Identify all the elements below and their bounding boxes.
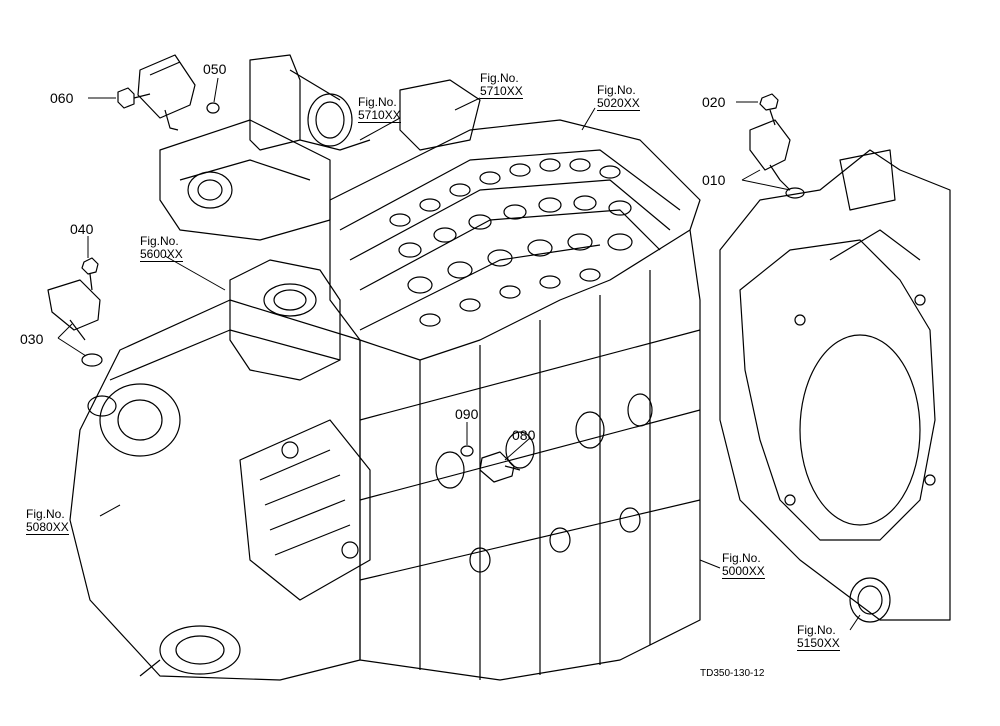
part-050-o-ring [206,102,220,114]
part-sensor-top [137,54,196,131]
part-label-050: 050 [203,61,227,77]
part-label-090: 090 [455,406,479,422]
flywheel-housing [719,149,951,623]
part-020-bolt [759,93,779,126]
fig-ref-5000: Fig.No.5000XX [722,551,765,579]
part-label-080: 080 [512,427,536,443]
fig-ref-5710-left: Fig.No.5710XX [358,95,401,123]
fig-ref-5150: Fig.No.5150XX [797,623,840,651]
fig-ref-5710-right: Fig.No.5710XX [480,71,523,99]
part-label-020: 020 [702,94,726,110]
part-label-010: 010 [702,172,726,188]
leader-lines [57,77,861,631]
part-080-sensor [479,451,521,483]
drawing-code: TD350-130-12 [700,668,765,679]
fig-ref-5600: Fig.No.5600XX [140,234,183,262]
part-label-030: 030 [20,331,44,347]
cylinder-head [329,119,701,361]
part-040-bolt [81,257,99,291]
fig-ref-5080: Fig.No.5080XX [26,507,69,535]
fig-ref-5020: Fig.No.5020XX [597,83,640,111]
part-090-o-ring [460,445,474,457]
egr-assembly [159,54,481,241]
part-010-sensor [749,119,805,199]
part-label-040: 040 [70,221,94,237]
part-060-bolt [117,87,151,109]
head-bolt-holes [389,158,633,327]
part-030-sensor [47,279,103,367]
engine-block [359,229,701,681]
gear-case [69,299,371,681]
thermostat-housing [229,259,341,381]
part-label-060: 060 [50,90,74,106]
